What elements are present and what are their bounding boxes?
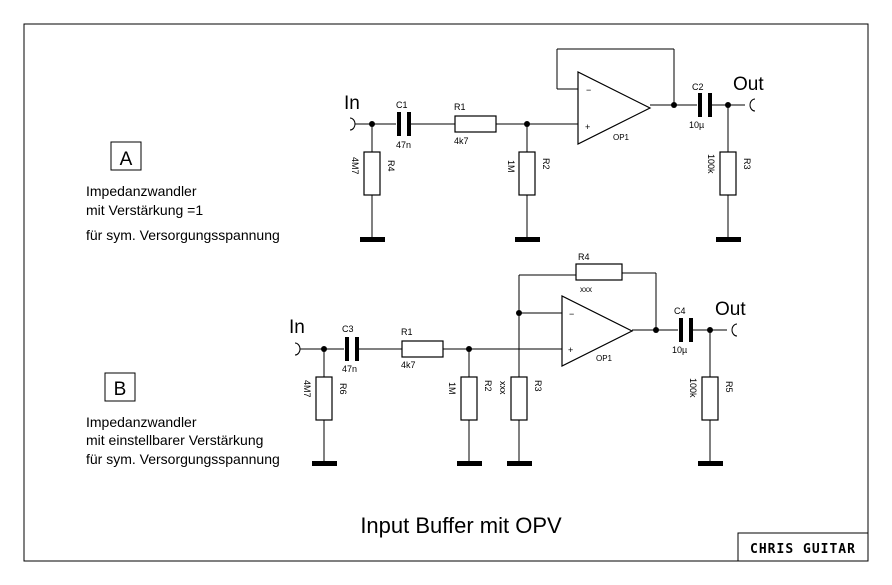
circuit-a-output-jack-icon <box>749 98 756 112</box>
ground-icon <box>515 237 540 242</box>
ground-icon <box>507 461 532 466</box>
r2-a-name: R2 <box>541 158 551 170</box>
c2-name: C2 <box>692 82 704 92</box>
r1-b-name: R1 <box>401 327 413 337</box>
ground-icon <box>312 461 337 466</box>
opamp-b-minus: − <box>569 309 574 319</box>
circuit-a-desc-line2: mit Verstärkung =1 <box>86 202 203 218</box>
r4-a-resistor <box>363 151 381 196</box>
r4-a-name: R4 <box>386 160 396 172</box>
r4-b-resistor <box>575 263 623 281</box>
c3-value: 47n <box>342 364 357 374</box>
ground-icon <box>360 237 385 242</box>
opamp-a-name: OP1 <box>613 133 630 142</box>
circuit-b-box <box>104 372 136 402</box>
junction-dot <box>671 102 677 108</box>
circuit-a-output-label: Out <box>733 74 764 95</box>
r5-b-resistor <box>701 376 719 421</box>
opamp-a-plus: + <box>585 122 590 132</box>
circuit-a-box <box>110 141 142 171</box>
r3-b-name: R3 <box>533 380 543 392</box>
r1-a-name: R1 <box>454 102 466 112</box>
r2-a-value: 1M <box>506 160 516 173</box>
r1-a-value: 4k7 <box>454 136 469 146</box>
r2-a-resistor <box>518 151 536 196</box>
r1-a-resistor <box>454 115 497 133</box>
outer-frame <box>23 23 869 562</box>
r6-b-name: R6 <box>338 383 348 395</box>
circuit-b-input-jack-icon <box>294 342 301 356</box>
r3-b-resistor <box>510 376 528 421</box>
r1-b-resistor <box>401 340 444 358</box>
opamp-a-symbol <box>577 71 652 145</box>
c4-name: C4 <box>674 306 686 316</box>
circuit-b-box-label: B <box>114 379 127 400</box>
circuit-a-box-label: A <box>120 149 133 170</box>
r6-b-resistor <box>315 376 333 421</box>
c2-value: 10µ <box>689 120 704 130</box>
circuit-a-input-jack-icon <box>349 117 356 131</box>
circuit-b-input-label: In <box>289 317 305 338</box>
r2-b-name: R2 <box>483 380 493 392</box>
r3-a-value: 100k <box>706 154 716 174</box>
circuit-b-desc-line1: Impedanzwandler <box>86 414 197 430</box>
ground-icon <box>457 461 482 466</box>
r3-a-name: R3 <box>742 158 752 170</box>
r3-a-resistor <box>719 151 737 196</box>
r5-b-value: 100k <box>688 378 698 398</box>
ground-icon <box>698 461 723 466</box>
ground-icon <box>716 237 741 242</box>
circuit-a-desc-line1: Impedanzwandler <box>86 183 197 199</box>
c1-name: C1 <box>396 100 408 110</box>
opamp-b-plus: + <box>568 345 573 355</box>
r5-b-name: R5 <box>724 381 734 393</box>
r2-b-value: 1M <box>447 382 457 395</box>
opamp-a-minus: − <box>586 85 591 95</box>
c1-value: 47n <box>396 140 411 150</box>
junction-dot <box>653 327 659 333</box>
logo-box <box>737 532 869 562</box>
circuit-b-desc-line3: für sym. Versorgungsspannung <box>86 451 280 467</box>
circuit-b-desc-line2: mit einstellbarer Verstärkung <box>86 432 263 448</box>
r3-b-value: xxx <box>498 381 508 395</box>
circuit-b-output-label: Out <box>715 299 746 320</box>
logo-text: CHRIS GUITAR <box>750 542 856 557</box>
circuit-a-desc-line3: für sym. Versorgungsspannung <box>86 227 280 243</box>
circuit-b: B Impedanzwandler mit einstellbarer Vers… <box>86 252 746 467</box>
r4-b-value: xxx <box>580 285 592 294</box>
opamp-b-symbol <box>561 295 634 367</box>
opamp-b-name: OP1 <box>596 354 613 363</box>
r6-b-value: 4M7 <box>302 380 312 398</box>
circuit-b-output-jack-icon <box>731 323 738 337</box>
c4-value: 10µ <box>672 345 687 355</box>
r4-a-value: 4M7 <box>350 157 360 175</box>
circuit-a-input-label: In <box>344 93 360 114</box>
circuit-a: A Impedanzwandler mit Verstärkung =1 für… <box>86 48 764 243</box>
r4-b-name: R4 <box>578 252 590 262</box>
c3-name: C3 <box>342 324 354 334</box>
r2-b-resistor <box>460 376 478 421</box>
page-title: Input Buffer mit OPV <box>360 513 562 538</box>
r1-b-value: 4k7 <box>401 360 416 370</box>
